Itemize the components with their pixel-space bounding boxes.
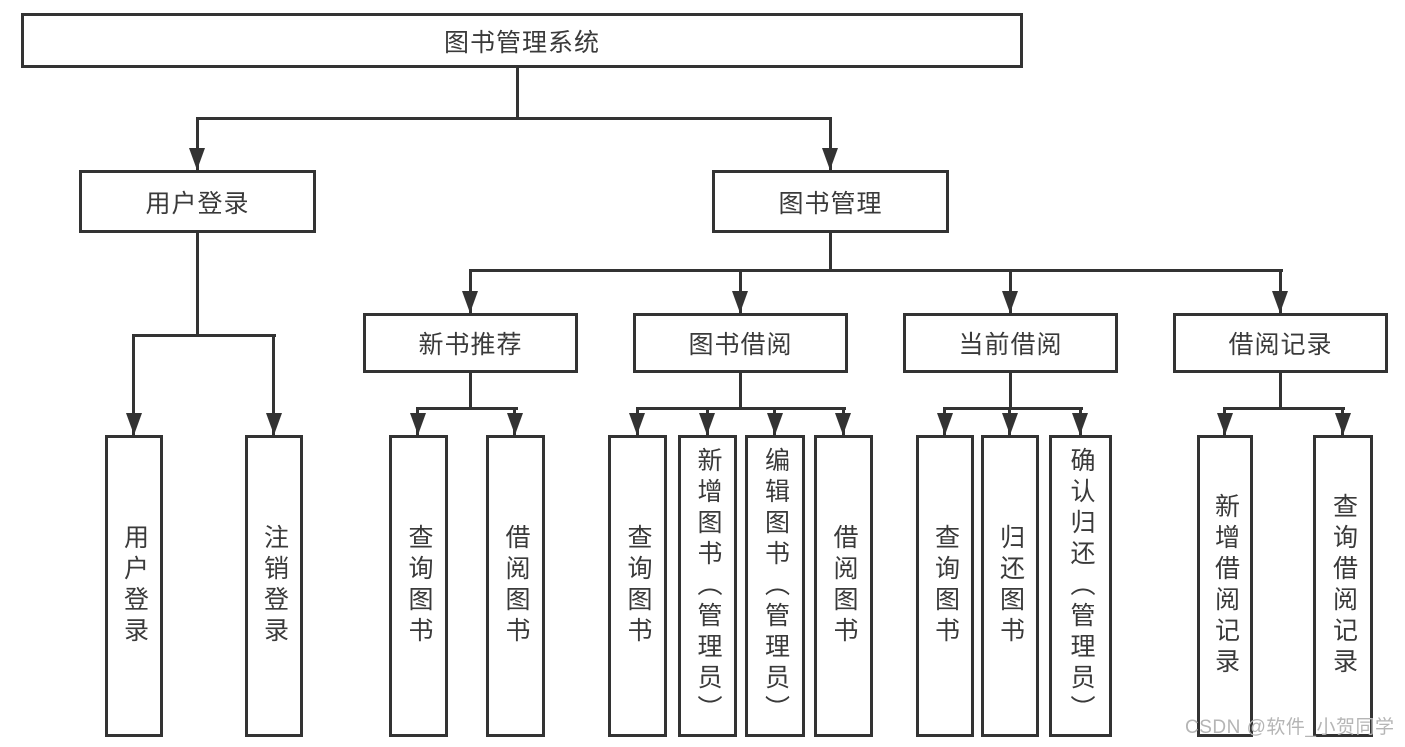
connector-line <box>196 117 832 120</box>
node-library-system: 图书管理系统 <box>21 13 1023 68</box>
arrow-down-icon <box>1072 413 1088 435</box>
node-label: 图书管理 <box>778 189 883 218</box>
connector-line <box>469 269 1283 272</box>
node-label: 用户登录 <box>120 524 149 648</box>
arrow-down-icon <box>462 291 478 313</box>
arrow-down-icon <box>266 413 282 435</box>
arrow-down-icon <box>732 291 748 313</box>
leaf-query-books-recommend: 查询图书 <box>389 435 448 737</box>
arrow-down-icon <box>835 413 851 435</box>
connector-line <box>516 68 519 120</box>
arrow-down-icon <box>767 413 783 435</box>
arrow-down-icon <box>126 413 142 435</box>
connector-line <box>739 373 742 410</box>
node-label: 用户登录 <box>145 189 250 218</box>
node-label: 查询图书 <box>931 524 960 648</box>
leaf-query-books-current: 查询图书 <box>916 435 974 737</box>
arrow-down-icon <box>410 413 426 435</box>
arrow-down-icon <box>629 413 645 435</box>
node-label: 查询借阅记录 <box>1329 493 1358 679</box>
connector-line <box>469 373 472 410</box>
node-label: 编辑图书（管理员） <box>761 446 790 726</box>
connector-line <box>196 117 199 170</box>
arrow-down-icon <box>699 413 715 435</box>
node-label: 图书管理系统 <box>443 28 600 57</box>
arrow-down-icon <box>189 148 205 170</box>
leaf-user-login: 用户登录 <box>105 435 163 737</box>
node-current-borrowing: 当前借阅 <box>903 313 1118 373</box>
leaf-query-borrow-record: 查询借阅记录 <box>1313 435 1373 737</box>
node-borrowing-records: 借阅记录 <box>1173 313 1388 373</box>
arrow-down-icon <box>822 148 838 170</box>
arrow-down-icon <box>507 413 523 435</box>
node-label: 新增借阅记录 <box>1211 493 1240 679</box>
node-label: 借阅记录 <box>1228 331 1333 359</box>
arrow-down-icon <box>1217 413 1233 435</box>
arrow-down-icon <box>937 413 953 435</box>
leaf-borrow-books-borrowing: 借阅图书 <box>814 435 873 737</box>
arrow-down-icon <box>1335 413 1351 435</box>
connector-line <box>829 233 832 272</box>
connector-line <box>829 117 832 170</box>
leaf-confirm-return-admin: 确认归还（管理员） <box>1049 435 1112 737</box>
node-label: 新书推荐 <box>418 331 523 359</box>
leaf-return-books: 归还图书 <box>981 435 1039 737</box>
watermark-text: CSDN @软件_小贺同学 <box>1185 717 1395 738</box>
connector-line <box>1223 407 1345 410</box>
arrow-down-icon <box>1002 291 1018 313</box>
node-book-borrowing: 图书借阅 <box>633 313 848 373</box>
node-book-management: 图书管理 <box>712 170 949 233</box>
node-label: 借阅图书 <box>502 524 530 648</box>
node-label: 确认归还（管理员） <box>1067 446 1095 726</box>
node-label: 新增图书（管理员） <box>694 446 722 726</box>
node-label: 查询图书 <box>624 524 652 648</box>
connector-line <box>636 407 846 410</box>
arrow-down-icon <box>1002 413 1018 435</box>
connector-line <box>132 334 276 337</box>
connector-line <box>272 334 275 435</box>
node-label: 图书借阅 <box>688 331 793 359</box>
node-new-book-recommendation: 新书推荐 <box>363 313 578 373</box>
node-user-login: 用户登录 <box>79 170 316 233</box>
node-label: 归还图书 <box>996 524 1025 648</box>
connector-line <box>132 334 135 435</box>
node-label: 注销登录 <box>260 524 289 648</box>
leaf-query-books-borrowing: 查询图书 <box>608 435 667 737</box>
connector-line <box>196 233 199 337</box>
connector-line <box>1009 373 1012 410</box>
node-label: 当前借阅 <box>958 331 1063 359</box>
connector-line <box>1279 373 1282 410</box>
leaf-add-borrow-record: 新增借阅记录 <box>1197 435 1253 737</box>
connector-line <box>416 407 518 410</box>
leaf-add-book-admin: 新增图书（管理员） <box>678 435 737 737</box>
leaf-logout: 注销登录 <box>245 435 303 737</box>
leaf-edit-book-admin: 编辑图书（管理员） <box>745 435 805 737</box>
arrow-down-icon <box>1272 291 1288 313</box>
node-label: 借阅图书 <box>830 524 858 648</box>
connector-line <box>943 407 1083 410</box>
leaf-borrow-books-recommend: 借阅图书 <box>486 435 545 737</box>
node-label: 查询图书 <box>405 524 433 648</box>
